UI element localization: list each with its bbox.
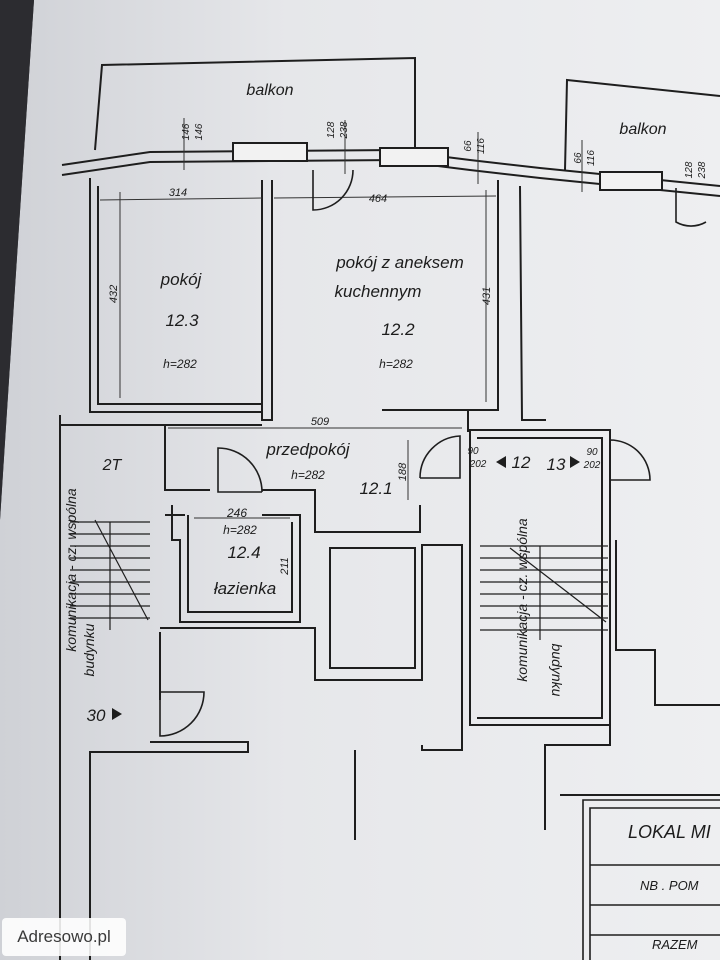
window-dim-5b: 238 [697, 161, 708, 179]
room-12-1-dim-side: 188 [397, 462, 409, 481]
page-curl [0, 0, 34, 520]
window-dim-4a: 66 [573, 152, 584, 164]
window-dim-1b: 146 [194, 123, 205, 140]
door-13-label: 13 [547, 455, 566, 474]
room-12-2-number: 12.2 [381, 320, 415, 339]
title-block-title: LOKAL MI [628, 822, 711, 842]
stair-left-label: 2T [102, 457, 123, 474]
room-12-4-dim-top: 246 [226, 506, 247, 520]
door-30-label: 30 [87, 706, 106, 725]
room-12-3-dim-top: 314 [169, 187, 187, 199]
window-dim-4b: 116 [586, 150, 597, 166]
common-left-line1: komunikacja - cz. wspólna [63, 488, 79, 652]
room-12-1-dim-top: 509 [311, 416, 329, 428]
room-12-3-height: h=282 [163, 357, 197, 371]
door-12-height: 202 [469, 459, 487, 470]
room-12-4-height: h=282 [223, 523, 257, 537]
room-12-2-name-line1: pokój z aneksem [335, 253, 464, 272]
walls [59, 56, 720, 960]
room-12-2-dim-top: 464 [369, 193, 387, 205]
window-dim-3b: 116 [476, 138, 487, 154]
window-dim-1a: 146 [181, 123, 192, 140]
room-12-1-number: 12.1 [359, 479, 392, 498]
room-12-2-height: h=282 [379, 357, 413, 371]
title-block-row2: RAZEM [652, 937, 698, 952]
room-12-2-dim-side: 431 [481, 287, 493, 305]
room-12-3-dim-side: 432 [108, 285, 120, 303]
window-dim-5a: 128 [684, 161, 695, 178]
door-13-width: 90 [586, 447, 598, 458]
window-dim-2a: 128 [326, 121, 337, 138]
door-markers [112, 456, 580, 720]
balcony-right-label: balkon [619, 121, 666, 138]
door-12-width: 90 [467, 446, 479, 457]
balcony-left-label: balkon [246, 82, 293, 99]
room-12-4-number: 12.4 [227, 543, 260, 562]
room-12-3-number: 12.3 [165, 311, 199, 330]
room-12-2-name-line2: kuchennym [335, 282, 422, 301]
common-right-line2: budynku [549, 644, 565, 697]
dimension-lines [99, 118, 583, 519]
watermark-logo: Adresowo.pl [2, 918, 126, 956]
room-12-1-height: h=282 [291, 468, 325, 482]
title-block [582, 799, 720, 960]
title-block-row1: NB . POM [640, 878, 699, 893]
room-12-1-name: przedpokój [265, 440, 350, 459]
window-dim-3a: 66 [463, 140, 474, 152]
door-12-label: 12 [512, 453, 531, 472]
room-12-4-name: łazienka [214, 579, 276, 598]
stairs [70, 519, 608, 640]
window-dim-2b: 238 [339, 121, 350, 139]
door-13-height: 202 [583, 460, 601, 471]
common-right-line1: komunikacja - cz. wspólna [514, 518, 530, 682]
room-12-3-name: pokój [160, 270, 203, 289]
doors [159, 169, 707, 737]
common-left-line2: budynku [81, 623, 97, 676]
room-12-4-dim-side: 211 [279, 557, 291, 576]
